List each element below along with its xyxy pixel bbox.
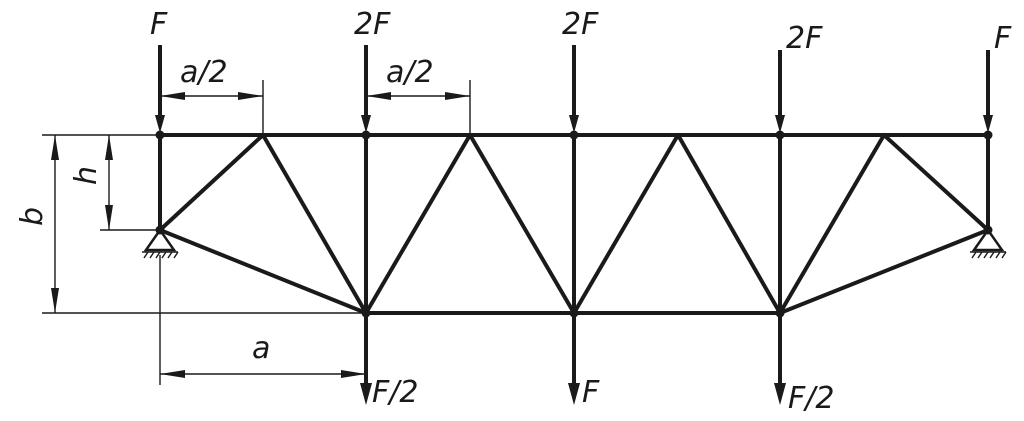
bottom-load-label-1: F/2 [372, 375, 418, 410]
bottom-load-label-2: F [582, 375, 600, 410]
dimension-label-panel: a [252, 331, 270, 366]
diagonal-7 [778, 133, 886, 315]
diagonal-3 [364, 133, 472, 315]
dimension-half-panel-2 [366, 80, 471, 135]
top-load-label-5: F [994, 21, 1012, 56]
dimension-label-half-panel-1: a/2 [180, 55, 228, 90]
left-lower-chord [158, 228, 368, 315]
bottom-load-3 [774, 313, 786, 405]
top-load-5 [983, 50, 993, 133]
top-load-label-4: 2F [786, 21, 823, 56]
dimension-h [105, 135, 113, 230]
diagonal-5 [572, 133, 680, 315]
top-load-label-2: 2F [354, 7, 391, 42]
dimension-b [51, 135, 59, 313]
right-support [970, 227, 1007, 259]
top-load-2 [361, 45, 371, 133]
bottom-load-label-3: F/2 [788, 381, 834, 416]
dimension-label-b: b [15, 207, 50, 226]
dimension-panel [159, 255, 366, 385]
diagonal-6 [676, 133, 782, 315]
dimension-lines [42, 80, 471, 385]
top-load-4 [775, 50, 785, 133]
left-support [142, 227, 179, 259]
truss-members [158, 133, 990, 315]
diagonal-4 [468, 133, 576, 315]
diagonal-2 [261, 133, 368, 315]
right-lower-chord [778, 228, 990, 315]
dimension-label-h: h [69, 166, 104, 185]
top-load-label-1: F [150, 7, 168, 42]
dimension-label-half-panel-2: a/2 [386, 55, 434, 90]
dimension-half-panel-1 [160, 80, 264, 135]
diagonal-1 [158, 133, 265, 232]
top-load-3 [569, 45, 579, 133]
top-load-label-3: 2F [562, 7, 599, 42]
diagonal-8 [882, 133, 990, 232]
bottom-load-2 [568, 313, 580, 405]
top-load-1 [155, 45, 165, 133]
bottom-load-1 [360, 313, 372, 405]
